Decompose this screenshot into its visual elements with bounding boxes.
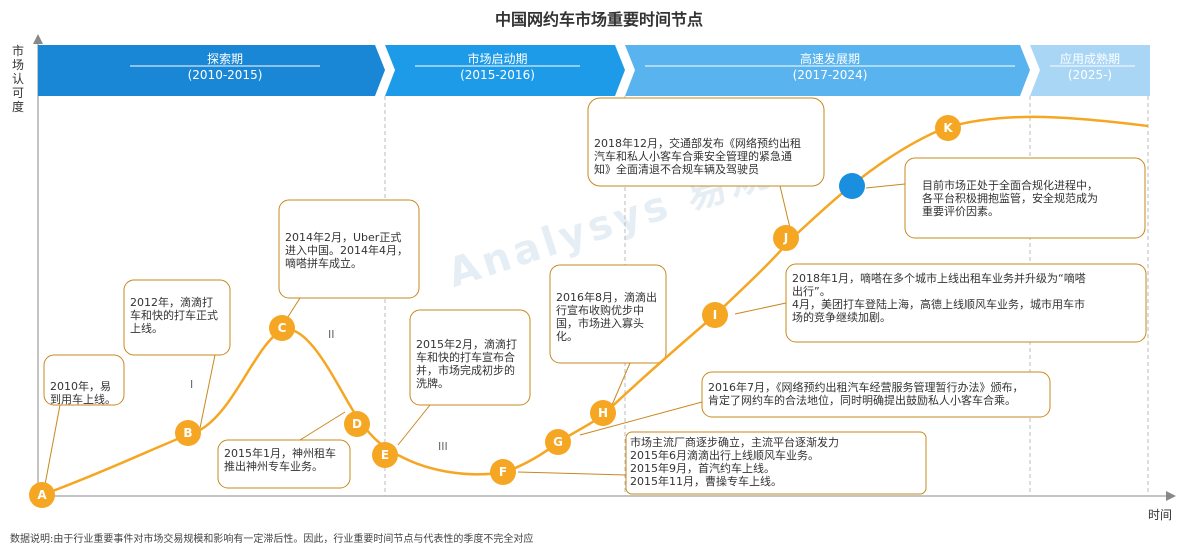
phase-name-2: 市场启动期	[467, 52, 528, 66]
callout-box-E	[409, 309, 531, 406]
callout-line-A	[43, 404, 61, 491]
callout-line-current	[865, 183, 906, 189]
callout-text-B: 2012年，滴滴打 车和快的打车正式 上线。	[130, 296, 218, 335]
roman-label-1: I	[190, 378, 194, 391]
point-label-H: H	[597, 406, 609, 420]
point-label-C: C	[277, 321, 287, 335]
callout-text-E: 2015年2月，滴滴打 车和快的打车宣布合 并，市场完成初步的 洗牌。	[416, 338, 517, 390]
point-label-A: A	[37, 488, 47, 502]
callout-line-B	[199, 354, 216, 429]
callout-text-J: 2018年12月，交通部发布《网络预约出租 汽车和私人小客车合乘安全管理的紧急通…	[594, 137, 801, 176]
callout-box-G	[701, 371, 1051, 418]
point-label-G: G	[553, 435, 563, 449]
point-D	[344, 411, 370, 437]
point-F	[490, 459, 516, 485]
callout-line-E	[397, 404, 431, 446]
callout-line-F	[517, 471, 627, 476]
callout-box-B	[123, 279, 231, 356]
phase-band-2	[385, 45, 625, 96]
point-B	[175, 420, 201, 446]
point-H	[590, 400, 616, 426]
point-E	[372, 442, 398, 468]
phase-name-1: 探索期	[206, 52, 243, 66]
point-label-J: J	[783, 231, 789, 245]
point-I	[702, 302, 728, 328]
point-label-E: E	[380, 448, 390, 462]
phase-years-4: (2025-)	[1067, 68, 1113, 82]
roman-label-2: II	[328, 328, 335, 341]
point-C	[269, 315, 295, 341]
callout-box-J	[587, 97, 825, 187]
x-axis-arrow	[1166, 491, 1176, 501]
callout-text-D: 2015年1月，神州租车 推出神州专车业务。	[224, 447, 336, 473]
point-current	[839, 173, 865, 199]
roman-label-3: III	[438, 440, 448, 453]
phase-name-3: 高速发展期	[799, 52, 860, 66]
y-axis-arrow	[33, 34, 43, 44]
callout-line-H	[611, 362, 631, 406]
footnote: 数据说明:由于行业重要事件对市场交易规模和影响有一定滞后性。因此，行业重要时间节…	[10, 534, 534, 545]
x-axis-label: 时间	[1148, 508, 1173, 522]
point-G	[545, 429, 571, 455]
callout-box-C	[278, 199, 420, 299]
callout-line-G	[579, 401, 703, 436]
point-label-I: I	[712, 308, 718, 322]
callout-box-A	[43, 354, 125, 406]
callout-box-H	[549, 264, 667, 364]
point-K	[935, 115, 961, 141]
callout-text-G: 2016年7月，《网络预约出租汽车经营服务管理暂行办法》颁布， 肯定了网约车的合…	[708, 381, 1024, 407]
point-label-F: F	[498, 465, 508, 479]
phase-name-4: 应用成熟期	[1059, 52, 1120, 66]
callout-text-F: 市场主流厂商逐步确立，主流平台逐渐发力 2015年6月滴滴出行上线顺风车业务。 …	[630, 436, 839, 488]
callout-line-C	[285, 297, 301, 321]
point-label-K: K	[943, 121, 953, 135]
point-J	[773, 225, 799, 251]
callout-text-H: 2016年8月，滴滴出 行宣布收购优步中 国，市场进入寡头 化。	[556, 291, 657, 343]
callout-line-J	[779, 185, 791, 229]
callout-box-current	[904, 157, 1146, 239]
phase-years-1: (2010-2015)	[187, 68, 263, 82]
phase-band-4	[1030, 45, 1150, 96]
point-A	[29, 482, 55, 508]
callout-box-D	[217, 439, 351, 489]
phase-band-3	[625, 45, 1030, 96]
phase-years-3: (2017-2024)	[792, 68, 868, 82]
callout-text-A: 2010年，易 到用车上线。	[50, 380, 116, 406]
callout-text-current: 目前市场正处于全面合规化进程中， 各平台积极拥抱监管，安全规范成为 重要评价因素…	[922, 179, 1098, 218]
callout-text-I: 2018年1月，嘀嗒在多个城市上线出租车业务并升级为“嘀嗒 出行”。 4月，美团…	[792, 272, 1086, 324]
callout-line-D	[299, 411, 346, 441]
phase-band-1	[38, 45, 385, 96]
callout-box-F	[625, 431, 927, 495]
callout-text-C: 2014年2月，Uber正式 进入中国。2014年4月， 嘀嗒拼车成立。	[285, 231, 408, 270]
phase-years-2: (2015-2016)	[460, 68, 535, 82]
callout-line-I	[734, 302, 787, 315]
point-label-B: B	[183, 426, 193, 440]
y-axis-label: 市场认可度	[11, 44, 24, 114]
point-label-D: D	[352, 417, 362, 431]
chart-title: 中国网约车市场重要时间节点	[494, 10, 703, 29]
